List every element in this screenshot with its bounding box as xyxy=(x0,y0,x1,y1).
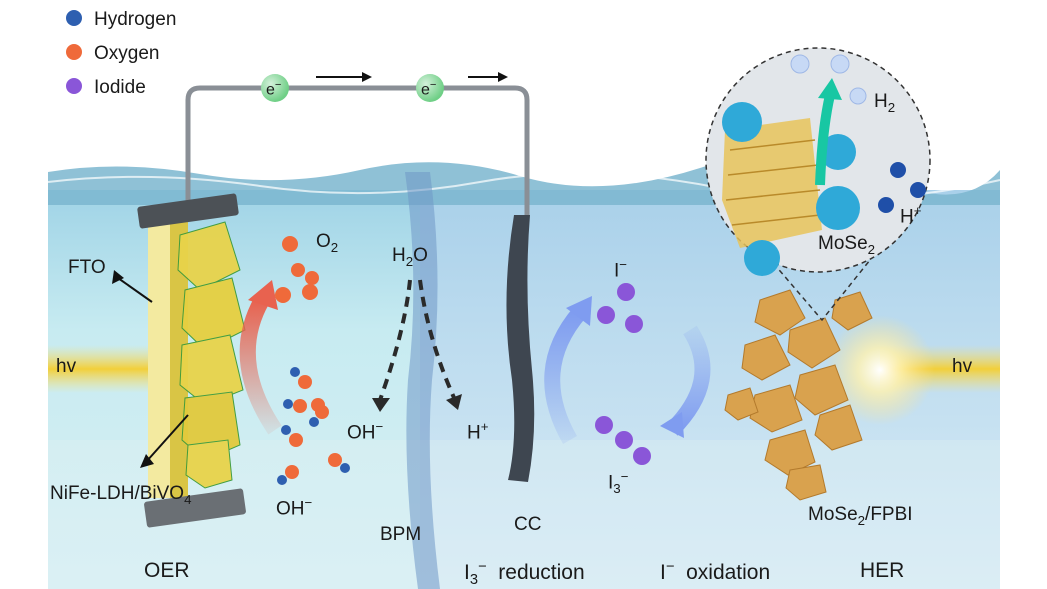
oh-dashed-arrow xyxy=(378,279,412,401)
mose2-inset-label: MoSe2 xyxy=(818,233,876,257)
h-plus-label: H+ xyxy=(467,419,489,444)
legend-iodide: Iodide xyxy=(94,77,146,98)
oer-label: OER xyxy=(144,559,190,582)
i-oxidation-label: I− oxidation xyxy=(660,559,771,584)
h-dashed-arrow xyxy=(418,279,457,401)
oh-molecules xyxy=(277,367,350,485)
mose2-lattice xyxy=(722,118,822,248)
h2-inset-label: H2 xyxy=(874,91,896,115)
mose2-flowers xyxy=(722,102,860,276)
oh-bottom-label: OH− xyxy=(276,495,313,520)
iodide-legend-icon xyxy=(66,78,82,94)
fto-glass xyxy=(148,218,170,498)
i3-reduction-label: I3− reduction xyxy=(464,559,585,589)
o2-label: O2 xyxy=(316,231,339,255)
triiodide-label: I3− xyxy=(608,469,629,497)
mose2-fpbi-label: MoSe2/FPBI xyxy=(808,504,913,528)
cc-label: CC xyxy=(514,514,542,535)
oxygen-legend-icon xyxy=(66,44,82,60)
legend-oxygen: Oxygen xyxy=(94,43,160,64)
h-plus-inset-label: H+ xyxy=(900,203,922,228)
h2-evolution-arrow xyxy=(815,93,835,186)
legend-hydrogen: Hydrogen xyxy=(94,9,177,30)
hv-right-label: hv xyxy=(952,356,973,377)
nife-ldh-bivo4-label: NiFe-LDH/BiVO4 xyxy=(50,483,192,507)
fto-label: FTO xyxy=(68,257,106,278)
her-label: HER xyxy=(860,559,905,582)
iodide-label: I− xyxy=(614,257,628,282)
h-plus-ions xyxy=(878,162,926,213)
h2-bubbles xyxy=(790,54,867,105)
nife-ldh-crystals xyxy=(177,221,246,489)
electron-left-label: e− xyxy=(266,79,282,99)
iodide-ions xyxy=(595,283,651,465)
light-flare xyxy=(825,315,935,425)
bpm-membrane xyxy=(405,172,440,589)
hydrogen-legend-icon xyxy=(66,10,82,26)
electron-right-label: e− xyxy=(421,79,437,99)
cc-electrode xyxy=(506,215,535,482)
clamp-top xyxy=(137,193,239,229)
o2-molecules xyxy=(275,236,319,303)
oer-arrow xyxy=(239,296,282,435)
oh-left-label: OH− xyxy=(347,419,384,444)
reduction-arrow xyxy=(544,306,587,444)
light-beam-left xyxy=(48,345,158,393)
hv-left-label: hv xyxy=(56,356,77,377)
clamp-bottom xyxy=(144,488,246,528)
external-wire xyxy=(185,85,530,215)
h2o-label: H2O xyxy=(392,245,428,269)
mose2-fpbi-cluster xyxy=(724,289,873,501)
bpm-label: BPM xyxy=(380,524,422,545)
